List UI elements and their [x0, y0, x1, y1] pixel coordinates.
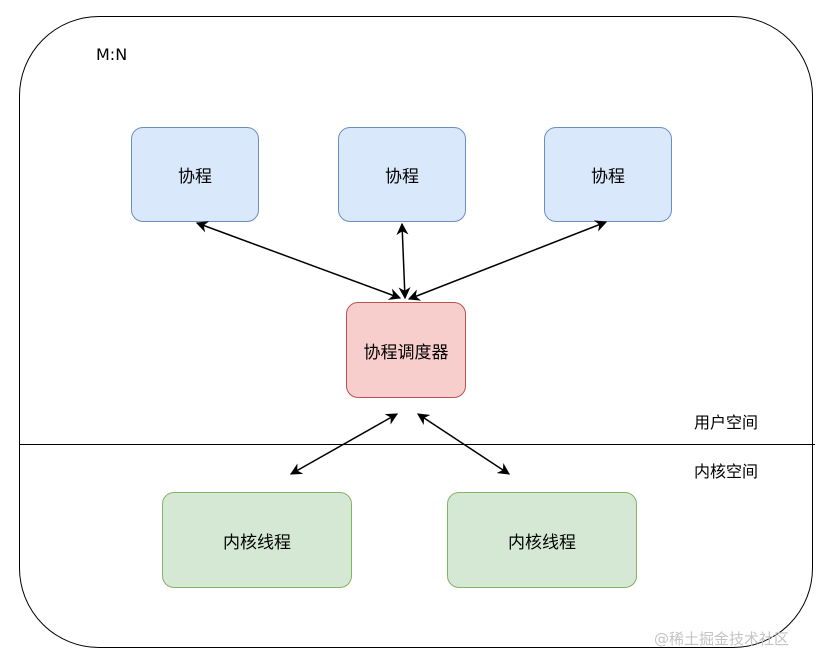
coroutine-node-2: 协程	[338, 127, 466, 222]
coroutine-label: 协程	[591, 167, 625, 187]
kernel-space-label: 内核空间	[694, 462, 759, 481]
coroutine-scheduler-node: 协程调度器	[346, 302, 466, 398]
model-ratio-label: M:N	[96, 45, 128, 64]
user-space-label: 用户空间	[694, 413, 759, 432]
arrow-coroutine-2-scheduler	[396, 222, 411, 300]
coroutine-node-1: 协程	[131, 127, 259, 222]
coroutine-label: 协程	[385, 167, 419, 187]
arrow-scheduler-kernel-thread-2	[416, 413, 511, 475]
kernel-thread-node-2: 内核线程	[447, 492, 637, 588]
arrow-coroutine-3-scheduler	[407, 220, 608, 301]
watermark-text: @稀土掘金技术社区	[654, 630, 790, 648]
arrow-scheduler-kernel-thread-1	[289, 413, 399, 475]
kernel-thread-label: 内核线程	[223, 532, 291, 553]
coroutine-node-3: 协程	[544, 127, 672, 222]
coroutine-label: 协程	[178, 167, 212, 187]
arrow-coroutine-1-scheduler	[195, 221, 402, 300]
diagram-frame	[19, 16, 813, 648]
kernel-thread-label: 内核线程	[508, 532, 576, 553]
scheduler-label: 协程调度器	[363, 342, 449, 363]
kernel-thread-node-1: 内核线程	[162, 492, 352, 588]
